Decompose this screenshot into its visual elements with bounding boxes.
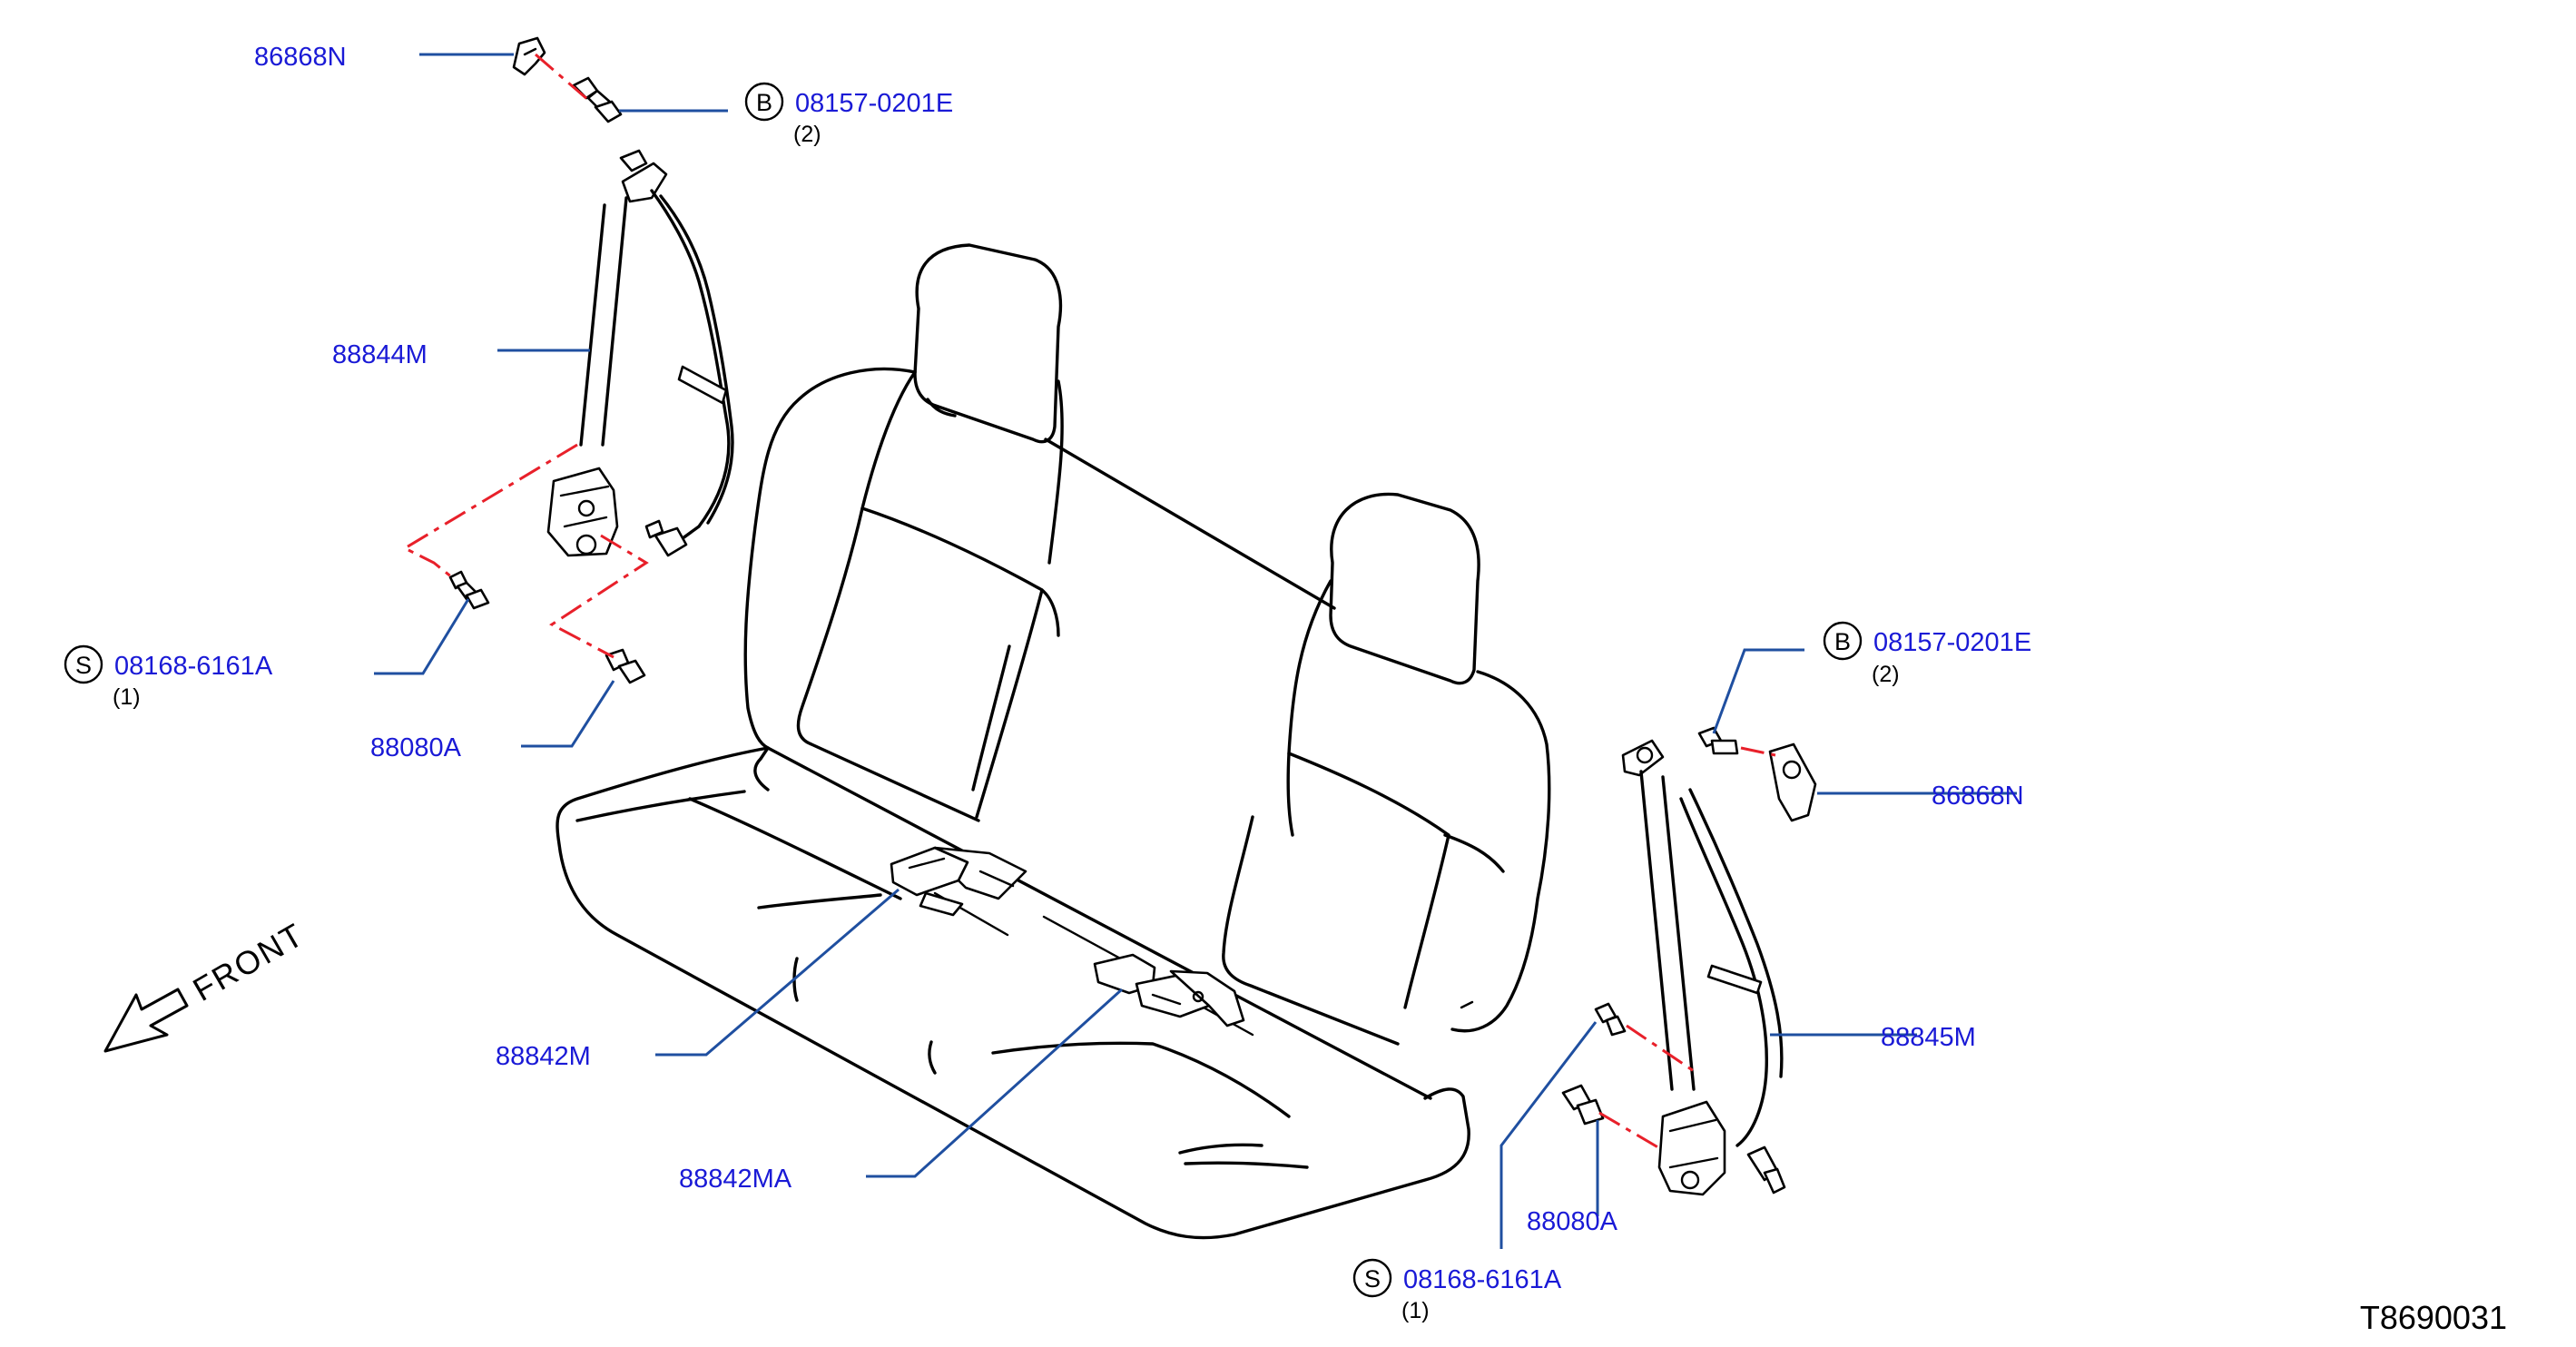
- diagram-id: T8690031: [2360, 1299, 2507, 1336]
- screw-code-left: S: [75, 652, 92, 679]
- label-88842m: 88842M: [496, 1042, 591, 1071]
- label-88842ma: 88842MA: [679, 1165, 792, 1194]
- label-08157-0201e-top: 08157-0201E: [795, 89, 953, 118]
- bolt-88080a-left: [605, 648, 646, 684]
- anchor-86868n-right: [1768, 742, 1817, 822]
- qty-08168-left: (1): [113, 684, 141, 710]
- label-08157-0201e-right: 08157-0201E: [1873, 628, 2031, 657]
- screw-08168-6161a-right: [1594, 1002, 1627, 1037]
- label-88844m: 88844M: [332, 340, 428, 369]
- label-86868n-top: 86868N: [254, 43, 347, 72]
- phantom-lines: [401, 53, 1776, 1151]
- front-label: FRONT: [187, 915, 311, 1008]
- label-88080a-left: 88080A: [370, 733, 462, 762]
- buckle-88842m: [890, 846, 1027, 917]
- bolt-code-circle-right: [1823, 621, 1863, 661]
- rear-bench-seat: [556, 243, 1551, 1240]
- seat-belt-88845m: [1621, 739, 1786, 1196]
- seat-belt-88844m: [512, 36, 734, 557]
- bolt-code-top: B: [756, 89, 772, 116]
- label-08168-6161a-left: 08168-6161A: [114, 652, 273, 681]
- label-88080a-right: 88080A: [1527, 1207, 1618, 1236]
- bolt-08157-0201e-right: [1697, 726, 1739, 755]
- bolt-code-right: B: [1834, 628, 1851, 655]
- part-labels: 86868N B 08157-0201E (2) 88844M S 08168-…: [64, 43, 2031, 1323]
- qty-08157-top: (2): [793, 122, 821, 147]
- front-arrow-icon: [103, 988, 189, 1053]
- front-direction-indicator: FRONT: [103, 915, 311, 1053]
- label-08168-6161a-right: 08168-6161A: [1403, 1265, 1562, 1294]
- leader-lines: [374, 53, 2017, 1249]
- label-86868n-right: 86868N: [1932, 782, 2024, 811]
- screw-code-circle-left: [64, 644, 103, 684]
- qty-08168-right: (1): [1401, 1298, 1430, 1323]
- bolt-code-circle-top: [744, 82, 784, 122]
- buckle-88842ma: [1093, 953, 1245, 1027]
- screw-code-right: S: [1364, 1265, 1381, 1293]
- bolt-88080a-right: [1561, 1084, 1605, 1126]
- qty-08157-right: (2): [1872, 662, 1900, 687]
- screw-code-circle-right: [1352, 1258, 1392, 1298]
- label-88845m: 88845M: [1881, 1023, 1976, 1052]
- screw-08168-6161a-left: [448, 570, 490, 610]
